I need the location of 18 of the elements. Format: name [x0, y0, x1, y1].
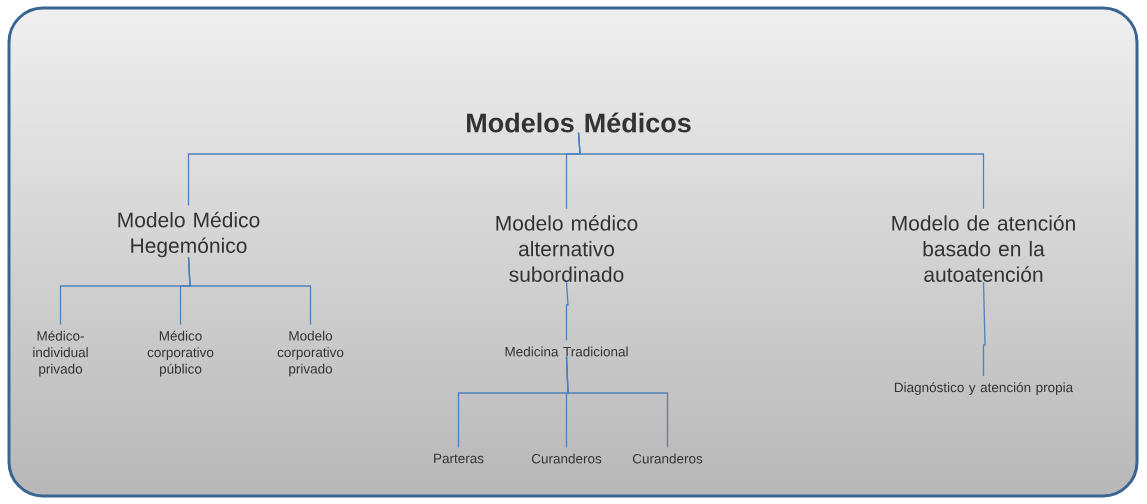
panel-background [7, 6, 1139, 498]
category-label: Médico- individual privado [33, 330, 88, 377]
connector-line [577, 132, 985, 210]
category-label: Diagnóstico y atención propia [894, 382, 1074, 395]
title: Modelos Médicos [467, 112, 691, 133]
connector-line [982, 281, 986, 377]
category-label: Curanderos [632, 453, 703, 464]
connector-line [187, 256, 312, 326]
connector-line [565, 281, 569, 341]
category-label: Medicina Tradicional [505, 346, 628, 357]
category-label: Médico corporativo público [147, 330, 214, 377]
model-label: Modelo médico alternativo subordinado [496, 215, 638, 282]
connector-line [565, 356, 669, 448]
category-label: Modelo corporativo privado [277, 330, 344, 377]
category-label: Parteras [434, 453, 484, 464]
model-label: Modelo de atención basado en la autoatención [892, 215, 1075, 282]
model-label: Modelo Médico Hegemónico [118, 211, 260, 258]
category-label: Curanderos [531, 453, 602, 464]
